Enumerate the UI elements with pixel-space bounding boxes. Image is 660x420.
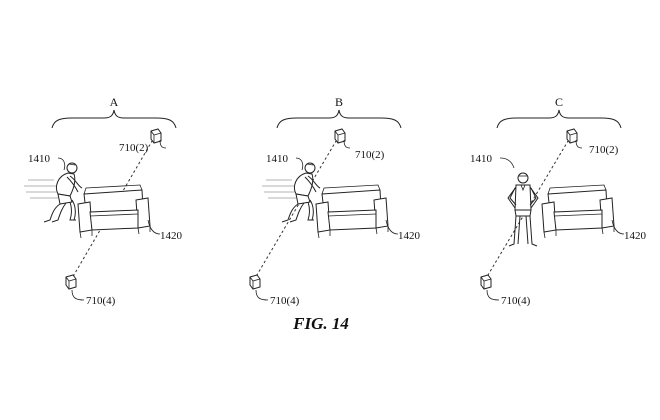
panel-bracket — [276, 109, 402, 129]
sensor-top-label: 710(2) — [119, 142, 149, 154]
panel-c: C 710(2) 1420 1410 710(4) — [470, 95, 647, 307]
sensor-bottom-device — [480, 274, 492, 290]
sensor-top-device — [566, 128, 578, 144]
leader-line — [255, 289, 269, 301]
person-label: 1410 — [470, 153, 493, 165]
leader-line — [499, 157, 515, 169]
leader-line — [343, 139, 351, 149]
panel-label: A — [110, 95, 119, 109]
couch-1420 — [541, 184, 615, 239]
couch-1420 — [77, 184, 151, 239]
person-1410 — [261, 162, 321, 223]
leader-line — [611, 219, 625, 235]
panel-b: B 710(2) 1420 1410 710(4) — [249, 95, 421, 307]
panel-a: A 710(2) 1420 1410 710(4) — [23, 95, 183, 307]
person-1410 — [23, 162, 83, 223]
person-1410 — [507, 172, 539, 247]
leader-line — [57, 157, 66, 171]
person-label: 1410 — [266, 153, 289, 165]
panel-bracket — [51, 109, 177, 129]
sensor-bottom-device — [249, 274, 261, 290]
leader-line — [385, 219, 399, 235]
panel-label: C — [555, 95, 563, 109]
figure-caption: FIG. 14 — [292, 314, 349, 333]
couch-label: 1420 — [398, 230, 421, 242]
panel-label: B — [335, 95, 343, 109]
leader-line — [147, 219, 161, 235]
couch-1420 — [315, 184, 389, 239]
leader-line — [71, 289, 85, 301]
leader-line — [159, 139, 167, 149]
sensor-top-device — [150, 128, 162, 144]
sensor-bottom-device — [65, 274, 77, 290]
couch-label: 1420 — [624, 230, 647, 242]
sensor-bottom-label: 710(4) — [86, 295, 116, 307]
sensor-bottom-label: 710(4) — [270, 295, 300, 307]
couch-label: 1420 — [160, 230, 183, 242]
leader-line — [295, 157, 304, 171]
person-label: 1410 — [28, 153, 51, 165]
leader-line — [486, 289, 500, 301]
sensor-top-label: 710(2) — [355, 149, 385, 161]
sensor-top-device — [334, 128, 346, 144]
panel-bracket — [496, 109, 622, 129]
sensor-top-label: 710(2) — [589, 144, 619, 156]
leader-line — [575, 139, 583, 149]
sensor-bottom-label: 710(4) — [501, 295, 531, 307]
